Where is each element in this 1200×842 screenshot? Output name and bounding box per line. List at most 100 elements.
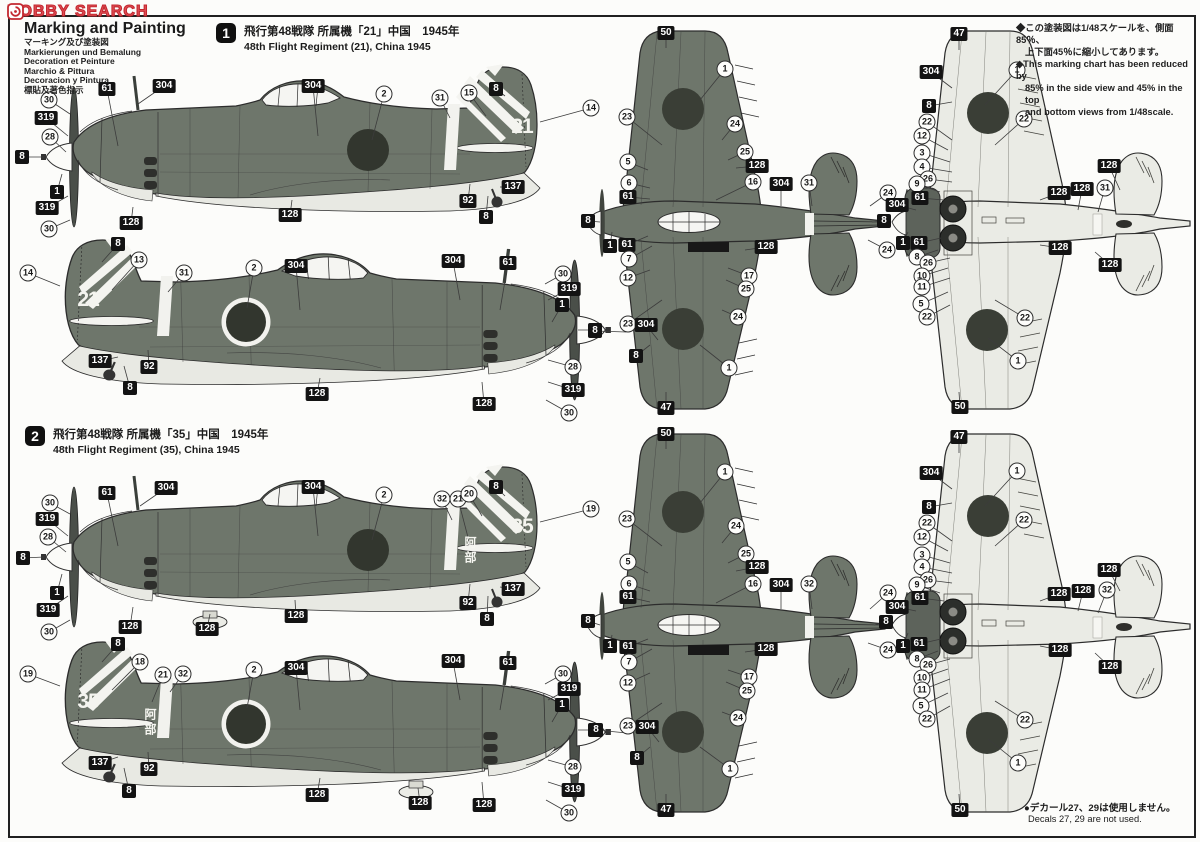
callout-16: 16 <box>744 173 762 191</box>
callout-1: 1 <box>50 586 64 600</box>
callout-50: 50 <box>951 803 969 817</box>
callout-319: 319 <box>557 282 581 296</box>
callout-47: 47 <box>950 430 968 444</box>
callout-128: 128 <box>284 609 308 623</box>
callout-128: 128 <box>754 642 778 656</box>
callout-8: 8 <box>588 324 602 338</box>
callout-23: 23 <box>619 717 637 735</box>
callout-304: 304 <box>769 177 793 191</box>
callout-61: 61 <box>499 256 517 270</box>
callout-128: 128 <box>1071 584 1095 598</box>
section-2-title-jp: 飛行第48戦隊 所属機「35」中国 1945年 <box>53 429 269 441</box>
callout-304: 304 <box>301 480 325 494</box>
callout-14: 14 <box>582 99 600 117</box>
callout-8: 8 <box>489 480 503 494</box>
header-subtitle-line: 標貼及著色指示 <box>24 84 84 95</box>
callout-15: 15 <box>460 84 478 102</box>
callout-23: 23 <box>618 510 636 528</box>
callout-20: 20 <box>460 485 478 503</box>
callout-18: 18 <box>131 653 149 671</box>
callout-9: 9 <box>908 175 926 193</box>
callout-25: 25 <box>736 143 754 161</box>
callout-50: 50 <box>951 400 969 414</box>
callout-304: 304 <box>769 578 793 592</box>
callout-30: 30 <box>554 265 572 283</box>
callout-1: 1 <box>716 463 734 481</box>
callout-128: 128 <box>754 240 778 254</box>
section-2-badge: 2 <box>25 426 45 446</box>
callout-128: 128 <box>1048 643 1072 657</box>
callout-47: 47 <box>657 803 675 817</box>
callout-2: 2 <box>375 486 393 504</box>
callout-31: 31 <box>431 89 449 107</box>
callout-61: 61 <box>619 190 637 204</box>
callout-137: 137 <box>501 582 525 596</box>
callout-2: 2 <box>245 661 263 679</box>
callout-11: 11 <box>913 681 931 699</box>
callout-24: 24 <box>879 641 897 659</box>
callout-8: 8 <box>922 500 936 514</box>
callout-28: 28 <box>41 128 59 146</box>
callout-28: 28 <box>39 528 57 546</box>
callout-30: 30 <box>40 220 58 238</box>
scale-note-line: and bottom views from 1/48scale. <box>1025 107 1174 117</box>
callout-8: 8 <box>589 723 603 737</box>
top-view-scheme-1 <box>586 30 886 410</box>
callout-24: 24 <box>879 584 897 602</box>
callout-1: 1 <box>1008 462 1026 480</box>
callout-24: 24 <box>727 517 745 535</box>
callout-128: 128 <box>1047 186 1071 200</box>
callout-319: 319 <box>561 383 585 397</box>
hobby-search-logo-text: HOBBY SEARCH <box>6 2 149 20</box>
callout-304: 304 <box>154 481 178 495</box>
callout-304: 304 <box>441 654 465 668</box>
callout-128: 128 <box>119 216 143 230</box>
callout-8: 8 <box>480 612 494 626</box>
callout-24: 24 <box>878 241 896 259</box>
callout-22: 22 <box>1016 711 1034 729</box>
callout-319: 319 <box>557 682 581 696</box>
section-1-badge: 1 <box>216 23 236 43</box>
decal-usage-note: ●デカール27、29は使用しません。 Decals 27, 29 are not… <box>1024 800 1194 824</box>
callout-1: 1 <box>896 639 910 653</box>
callout-8: 8 <box>922 99 936 113</box>
callout-8: 8 <box>581 614 595 628</box>
hobby-search-logo: HOBBY SEARCH <box>6 2 149 21</box>
callout-5: 5 <box>619 553 637 571</box>
callout-22: 22 <box>918 710 936 728</box>
callout-61: 61 <box>619 590 637 604</box>
callout-319: 319 <box>34 111 58 125</box>
callout-319: 319 <box>35 201 59 215</box>
callout-14: 14 <box>19 264 37 282</box>
callout-128: 128 <box>1048 241 1072 255</box>
decal-usage-note-en: Decals 27, 29 are not used. <box>1028 814 1142 824</box>
callout-128: 128 <box>1047 587 1071 601</box>
callout-92: 92 <box>459 596 477 610</box>
callout-12: 12 <box>619 269 637 287</box>
callout-61: 61 <box>911 591 929 605</box>
decal-usage-note-jp: ●デカール27、29は使用しません。 <box>1024 803 1176 814</box>
section-2-title-en: 48th Flight Regiment (35), China 1945 <box>53 444 240 456</box>
callout-61: 61 <box>619 640 637 654</box>
callout-128: 128 <box>1097 563 1121 577</box>
callout-61: 61 <box>910 637 928 651</box>
callout-8: 8 <box>877 214 891 228</box>
callout-31: 31 <box>175 264 193 282</box>
profile-4-markings <box>79 641 434 799</box>
callout-12: 12 <box>619 674 637 692</box>
callout-19: 19 <box>582 500 600 518</box>
callout-32: 32 <box>174 665 192 683</box>
fuselage-kanji-marking: 阿部 <box>143 708 157 738</box>
callout-304: 304 <box>284 661 308 675</box>
callout-23: 23 <box>618 108 636 126</box>
callout-22: 22 <box>1016 309 1034 327</box>
callout-137: 137 <box>88 354 112 368</box>
callout-24: 24 <box>729 308 747 326</box>
header-subtitle-line: Decoracion y Pintura <box>24 75 110 86</box>
scale-note-line: 上下面45％に縮小してあります。 <box>1025 47 1165 57</box>
callout-128: 128 <box>1098 660 1122 674</box>
section-1-title-jp: 飛行第48戦隊 所属機「21」中国 1945年 <box>244 26 460 38</box>
callout-1: 1 <box>555 698 569 712</box>
